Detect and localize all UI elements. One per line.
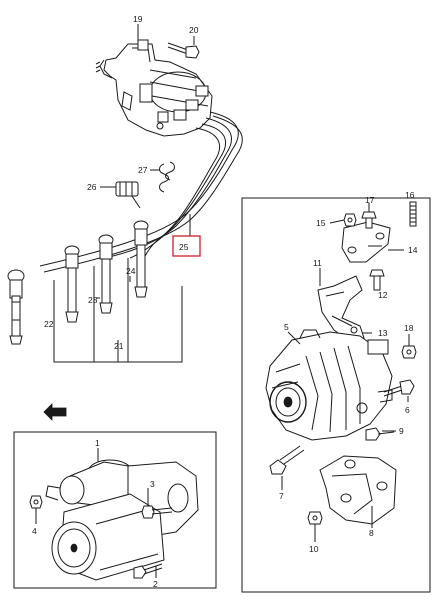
callout-19: 19 — [133, 14, 143, 24]
alternator-panel-frame — [241, 197, 431, 593]
alternator-5[interactable] — [265, 329, 393, 441]
callout-6: 6 — [405, 405, 410, 415]
callout-22: 22 — [44, 319, 54, 329]
callout-4: 4 — [32, 526, 37, 536]
callout-7: 7 — [279, 491, 284, 501]
bolt-3[interactable] — [141, 505, 173, 519]
callout-3: 3 — [150, 479, 155, 489]
callout-13: 13 — [378, 328, 388, 338]
callout-26: 26 — [87, 182, 97, 192]
nut-10[interactable] — [307, 511, 323, 525]
callout-8: 8 — [369, 528, 374, 538]
callout-23: 23 — [88, 295, 98, 305]
callout-1: 1 — [95, 438, 100, 448]
plug-cap-23-a[interactable] — [64, 245, 80, 323]
cord-clamp-26[interactable] — [115, 181, 141, 209]
cord-clip-27[interactable] — [159, 161, 175, 193]
plug-cap-23-b[interactable] — [98, 234, 114, 314]
callout-21: 21 — [114, 341, 124, 351]
bolt-2[interactable] — [133, 563, 163, 579]
nut-4[interactable] — [29, 495, 43, 509]
bolt-20[interactable] — [167, 42, 200, 59]
alternator-mount-bracket-8[interactable] — [319, 455, 397, 525]
starter-motor-1[interactable] — [45, 459, 199, 581]
bolt-6[interactable] — [383, 379, 415, 397]
callout-17: 17 — [365, 195, 375, 205]
callout-24: 24 — [126, 266, 136, 276]
callout-20: 20 — [189, 25, 199, 35]
callout-11: 11 — [313, 258, 322, 268]
bolt-9[interactable] — [365, 427, 395, 441]
callout-14: 14 — [408, 245, 418, 255]
callout-18: 18 — [404, 323, 414, 333]
bolt-12[interactable] — [369, 269, 385, 291]
nut-18[interactable] — [401, 345, 417, 359]
callout-2: 2 — [153, 579, 158, 589]
nut-15[interactable] — [343, 213, 357, 227]
callout-12: 12 — [378, 290, 388, 300]
distributor-assembly[interactable] — [95, 39, 213, 137]
callout-25: 25 — [179, 242, 189, 252]
plug-cap-22[interactable] — [7, 269, 25, 345]
bolt-7[interactable] — [269, 445, 305, 475]
callout-15: 15 — [316, 218, 326, 228]
callout-27: 27 — [138, 165, 148, 175]
callout-9: 9 — [399, 426, 404, 436]
starter-panel-frame — [13, 431, 217, 589]
callout-5: 5 — [284, 322, 289, 332]
plug-cap-24[interactable] — [133, 220, 149, 298]
callout-25-highlight[interactable] — [172, 235, 201, 257]
callout-16: 16 — [405, 190, 415, 200]
stud-bolt-16[interactable] — [409, 201, 417, 227]
alternator-bracket-11[interactable] — [317, 275, 365, 343]
bolt-17[interactable] — [361, 211, 377, 229]
callout-10: 10 — [309, 544, 319, 554]
front-arrow-icon — [43, 403, 67, 421]
